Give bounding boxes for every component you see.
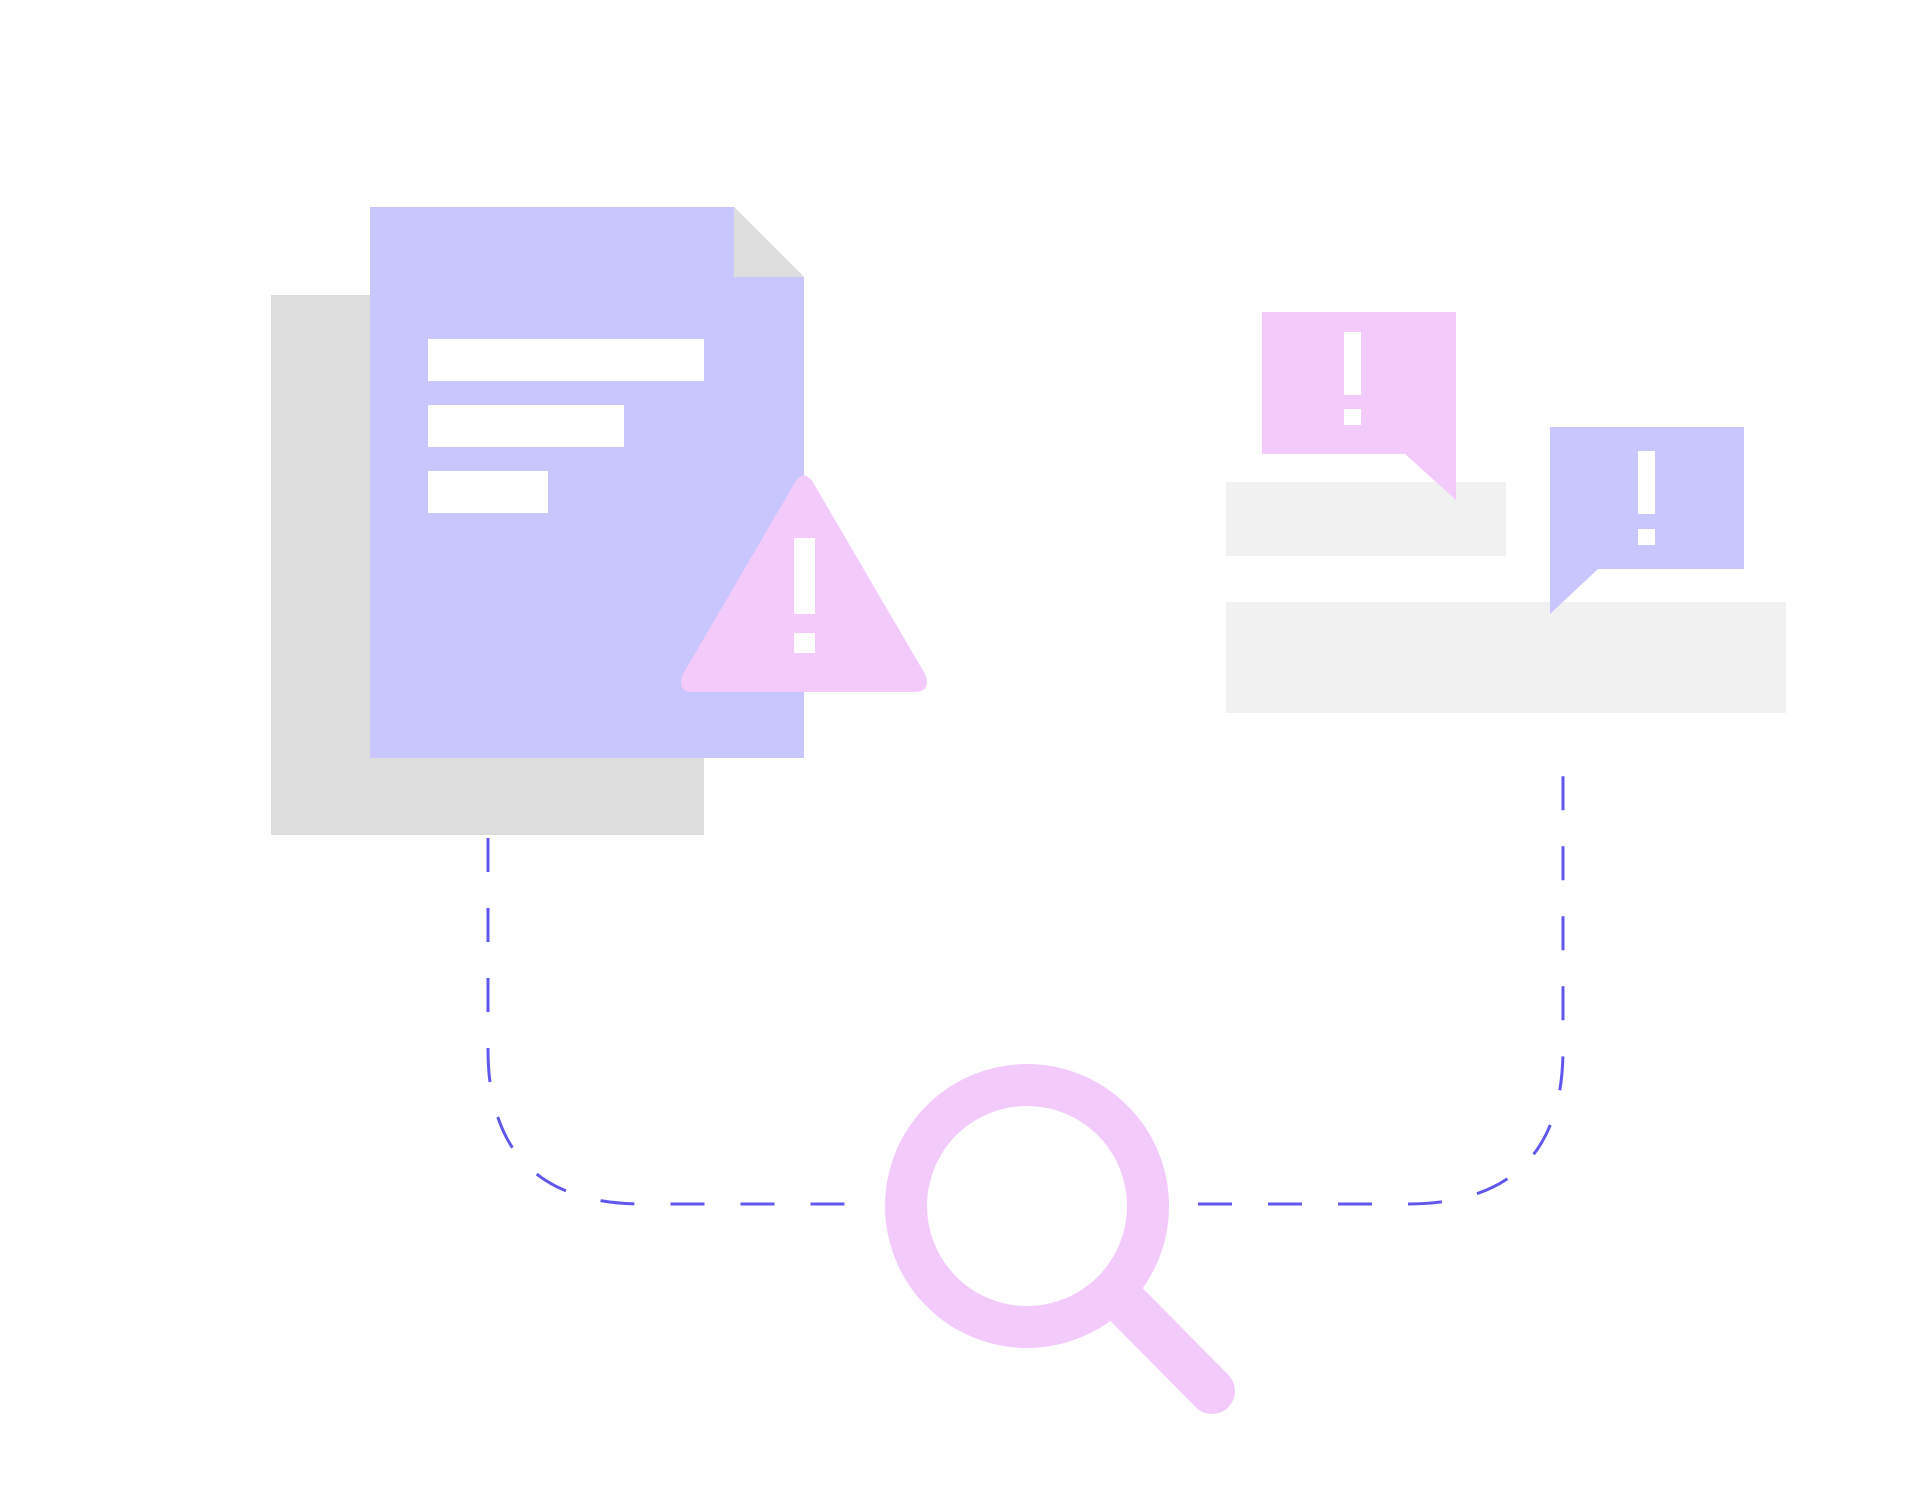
exclamation-dot (1344, 409, 1361, 425)
exclamation-icon (794, 538, 815, 614)
exclamation-dot (1638, 529, 1655, 545)
speech-bubble-alert-icon (1550, 427, 1744, 614)
document-text-line (428, 339, 704, 381)
magnifier-lens (885, 1064, 1169, 1348)
exclamation-icon (1638, 451, 1655, 514)
magnifier-icon (885, 1064, 1235, 1414)
connector-left (486, 838, 862, 1206)
dashed-connector (486, 758, 1565, 1206)
speech-bubble-purple (1550, 427, 1744, 614)
warning-triangle-icon (680, 475, 927, 692)
placeholder-bar (1226, 602, 1786, 713)
connector-right (1198, 758, 1565, 1206)
exclamation-dot (794, 633, 815, 653)
exclamation-icon (1344, 332, 1361, 395)
magnifier-handle (1101, 1279, 1235, 1414)
document-text-line (428, 405, 624, 447)
placeholder-bar (1226, 482, 1506, 556)
speech-bubble-alert-icon (1262, 312, 1456, 500)
speech-bubble-pink (1262, 312, 1456, 500)
document-icon (271, 207, 804, 835)
document-fold (734, 207, 804, 277)
comment-panel (1226, 482, 1786, 713)
document-text-line (428, 471, 548, 513)
